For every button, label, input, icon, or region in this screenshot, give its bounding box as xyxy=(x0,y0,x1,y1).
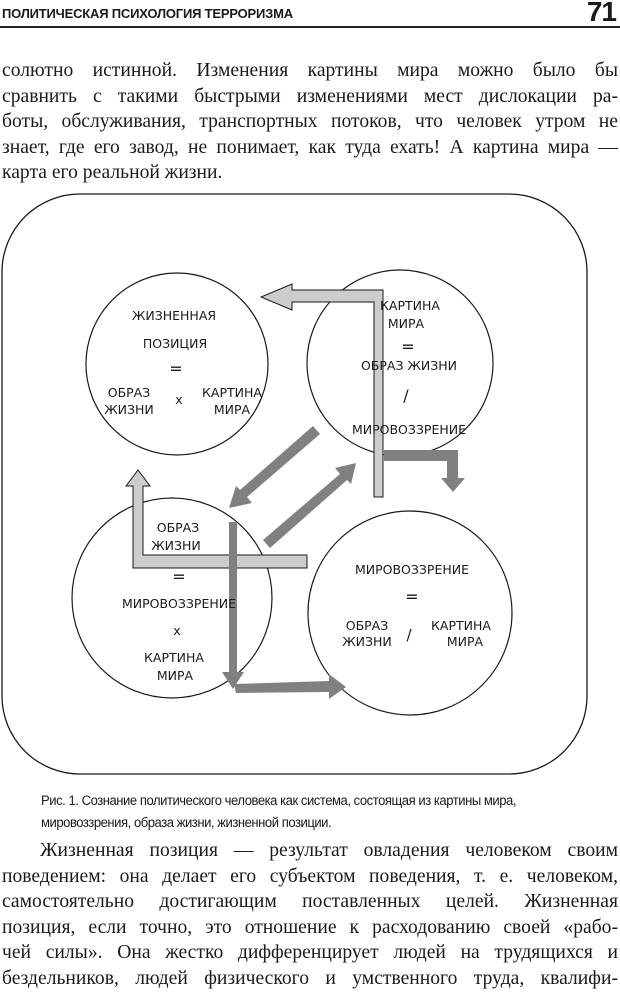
operator: / xyxy=(403,386,409,405)
text-line: поведением: она делает его субъектом пов… xyxy=(2,865,618,887)
figure-frame xyxy=(1,193,588,775)
circle-worldview xyxy=(307,510,513,716)
label: ЖИЗНИ xyxy=(104,402,154,417)
equals-sign: = xyxy=(169,359,182,378)
text-line: чей силы». Она жестко дифференцирует люд… xyxy=(2,942,618,964)
equals-sign: = xyxy=(405,587,418,606)
label: МИРА xyxy=(447,634,484,649)
arrow-world-to-wayoflife xyxy=(229,426,320,508)
label: КАРТИНА xyxy=(144,650,204,665)
text-line: самостоятельно достигающим поставленных … xyxy=(2,891,618,913)
label: КАРТИНА xyxy=(431,618,491,633)
text-line: карта его реальной жизни. xyxy=(2,162,223,184)
text-line: бездельников, людей физического и умстве… xyxy=(2,967,618,989)
label: ОБРАЗ xyxy=(108,385,151,400)
label: МИРОВОЗЗРЕНИЕ xyxy=(355,562,469,577)
label: ПОЗИЦИЯ xyxy=(143,336,207,351)
page-header: ПОЛИТИЧЕСКАЯ ПСИХОЛОГИЯ ТЕРРОРИЗМА 71 xyxy=(0,0,620,28)
equals-sign: = xyxy=(172,567,185,586)
paragraph-1: солютно истинной. Изменения картины мира… xyxy=(2,58,618,186)
label: МИРА xyxy=(214,402,251,417)
running-title: ПОЛИТИЧЕСКАЯ ПСИХОЛОГИЯ ТЕРРОРИЗМА xyxy=(2,6,293,21)
equals-sign: = xyxy=(401,337,414,356)
label: ОБРАЗ xyxy=(157,520,200,535)
label: МИРОВОЗЗРЕНИЕ xyxy=(352,422,466,437)
arrow-wayoflife-down xyxy=(222,522,244,689)
arrow-wayoflife-to-worldview xyxy=(234,674,346,699)
arrow-world-to-worldview xyxy=(384,450,465,492)
circle-way-of-life xyxy=(71,497,273,699)
page-number: 71 xyxy=(586,0,617,27)
label: МИРА xyxy=(157,668,194,683)
consciousness-diagram: ЖИЗНЕННАЯ ПОЗИЦИЯ = ОБРАЗ ЖИЗНИ x КАРТИН… xyxy=(1,193,588,775)
label: ОБРАЗ ЖИЗНИ xyxy=(361,358,457,373)
text-line: боты, обслуживания, транспортных потоков… xyxy=(2,111,618,133)
label: МИРОВОЗЗРЕНИЕ xyxy=(122,596,236,611)
text-line: солютно истинной. Изменения картины мира… xyxy=(2,60,618,81)
arrow-wayoflife-to-position xyxy=(125,469,308,569)
caption-line: мировоззрения, образа жизни, жизненной п… xyxy=(41,815,332,831)
circle-life-position xyxy=(85,272,269,456)
label: ЖИЗНИ xyxy=(151,538,201,553)
arrow-wayoflife-to-world xyxy=(263,463,356,548)
label: ОБРАЗ xyxy=(346,618,389,633)
figure-caption: Рис. 1. Сознание политического человека … xyxy=(41,790,618,834)
text-line: позиция, если точно, это отношение к рас… xyxy=(2,916,618,938)
paragraph-2: Жизненная позиция — результат овладения … xyxy=(2,838,618,992)
label: КАРТИНА xyxy=(202,385,262,400)
text-line: сравнить с такими быстрыми изменениями м… xyxy=(2,85,618,107)
operator: x xyxy=(173,623,180,638)
text-line: знает, где его завод, не понимает, как т… xyxy=(2,136,618,158)
operator: x xyxy=(175,392,182,407)
arrow-world-to-position xyxy=(259,283,384,498)
label: ЖИЗНЕННАЯ xyxy=(132,308,216,323)
caption-line: Рис. 1. Сознание политического человека … xyxy=(41,793,517,809)
label: ЖИЗНИ xyxy=(342,634,392,649)
label: МИРА xyxy=(388,316,425,331)
operator: / xyxy=(406,626,412,644)
text-line: Жизненная позиция — результат овладения … xyxy=(40,840,618,861)
label: КАРТИНА xyxy=(380,298,440,313)
